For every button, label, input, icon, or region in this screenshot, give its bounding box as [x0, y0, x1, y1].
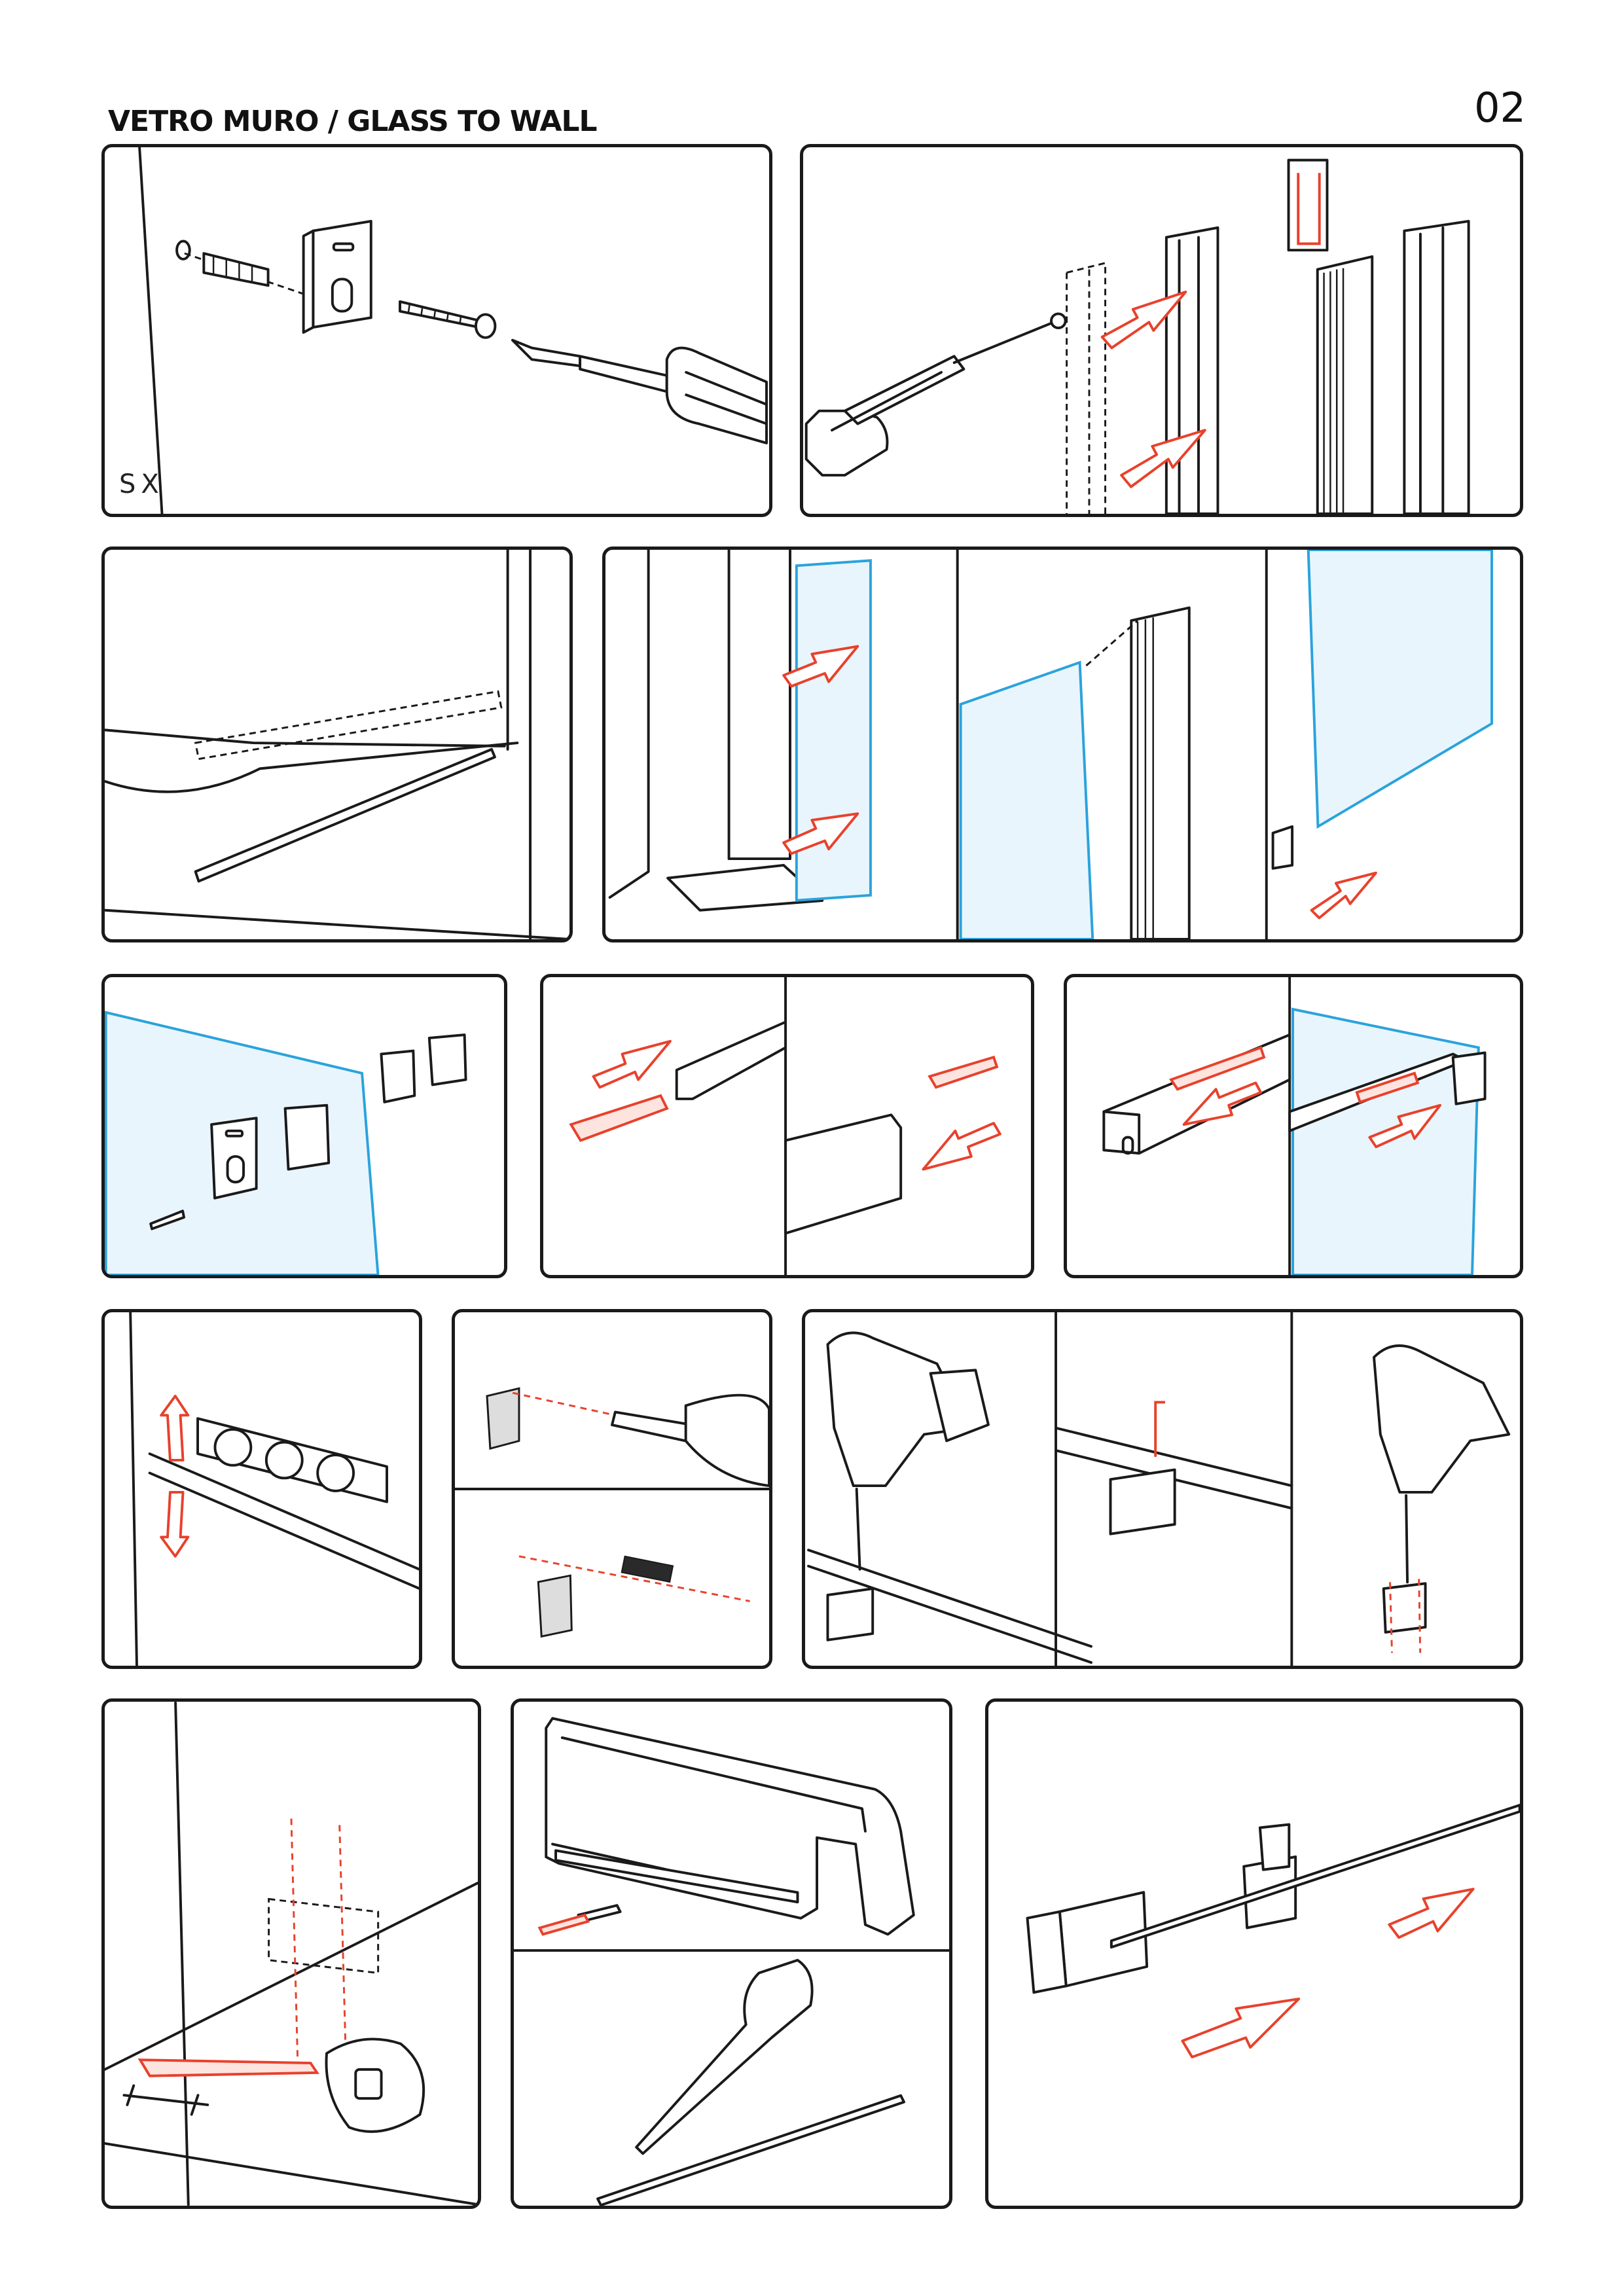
- step-panel-clip-slide: [540, 974, 1034, 1278]
- glass-clamp-illustration: [1026, 1803, 1520, 2058]
- page-number: 02: [1474, 84, 1526, 132]
- step-panel-header-profile: [1064, 974, 1523, 1278]
- step-panel-bracket-glass: [101, 974, 507, 1278]
- step-panel-level-check: [101, 1309, 422, 1669]
- drill-anchor-illustration: [455, 1387, 769, 1638]
- level-check-illustration: [129, 1312, 419, 1666]
- bracket-glass-illustration: [105, 1011, 467, 1275]
- step-panel-measure: [101, 1698, 481, 2209]
- page-title: VETRO MURO / GLASS TO WALL: [108, 105, 598, 138]
- header-profile-illustration: [1102, 977, 1487, 1275]
- step-panel-floor-profile: [101, 547, 573, 942]
- drill-floor-illustration: [807, 1312, 1511, 1666]
- saw-silicone-illustration: [514, 1717, 949, 2206]
- step-panel-drill-floor: [802, 1309, 1523, 1669]
- profile-fixing-illustration: [804, 158, 1470, 514]
- step-panel-wall-bracket-screw: SX: [101, 144, 772, 517]
- measure-illustration: [105, 1702, 478, 2206]
- glass-insert-illustration: [608, 550, 1493, 939]
- wall-bracket-illustration: [138, 147, 768, 514]
- step-panel-glass-clamp: [985, 1698, 1523, 2209]
- step-panel-drill-anchor: [452, 1309, 772, 1669]
- clip-slide-illustration: [569, 977, 1001, 1275]
- step-panel-profile-fixing: [800, 144, 1523, 517]
- floor-profile-illustration: [105, 550, 569, 939]
- side-label-sx: SX: [119, 469, 164, 499]
- step-panel-saw-silicone: [511, 1698, 952, 2209]
- step-panel-glass-insert: [602, 547, 1523, 942]
